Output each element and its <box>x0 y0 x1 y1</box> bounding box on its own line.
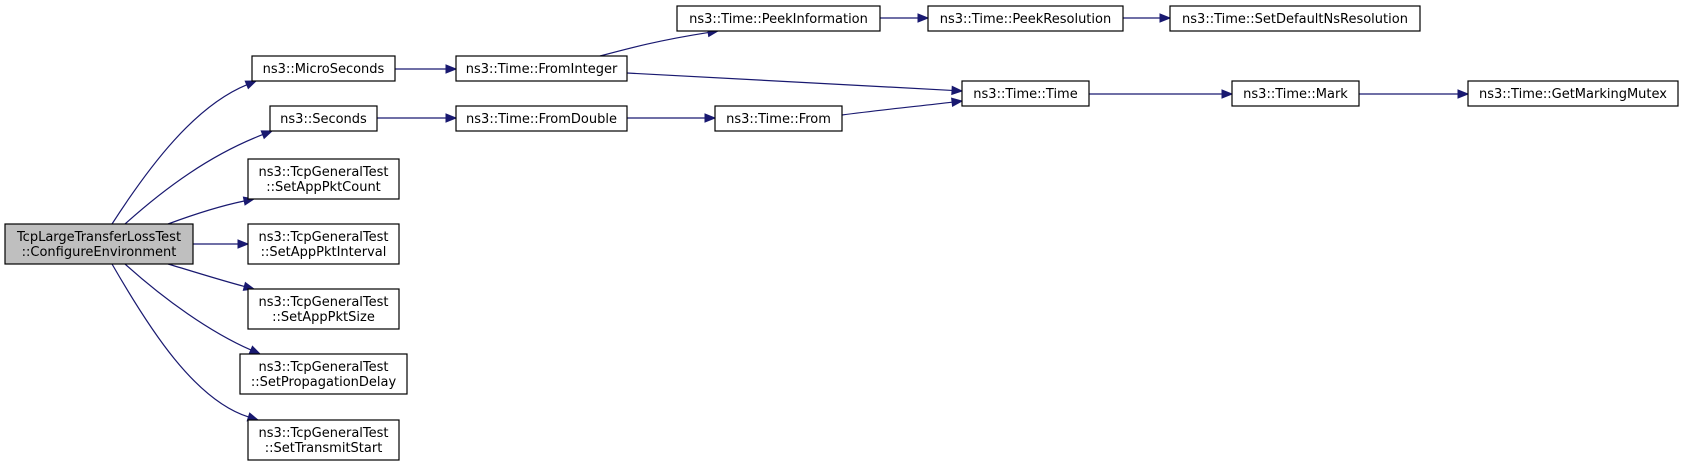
nodes-layer: TcpLargeTransferLossTest::ConfigureEnvir… <box>4 5 1679 461</box>
node-box <box>714 105 843 132</box>
arrowhead <box>1221 89 1234 99</box>
edge-root-to-seconds <box>124 130 274 225</box>
node-label: ns3::TcpGeneralTest <box>258 360 388 375</box>
node-label: ns3::MicroSeconds <box>263 62 385 77</box>
node-setdef[interactable]: ns3::Time::SetDefaultNsResolution <box>1169 5 1421 32</box>
node-size[interactable]: ns3::TcpGeneralTest::SetAppPktSize <box>247 288 400 330</box>
node-label: ::SetPropagationDelay <box>251 375 397 390</box>
node-label: ns3::TcpGeneralTest <box>258 165 388 180</box>
edge-fromint-to-peekinfo <box>599 27 720 57</box>
node-label: ::SetAppPktSize <box>272 310 375 325</box>
node-box <box>676 5 881 32</box>
edge-line <box>841 101 953 116</box>
node-label: ns3::Time::FromInteger <box>466 62 618 77</box>
arrowhead <box>237 239 250 249</box>
node-label: ns3::TcpGeneralTest <box>258 295 388 310</box>
node-label: ns3::Time::PeekInformation <box>689 12 868 27</box>
edge-line <box>111 263 249 418</box>
node-count[interactable]: ns3::TcpGeneralTest::SetAppPktCount <box>247 158 400 200</box>
node-box <box>247 158 400 200</box>
node-box <box>247 223 400 265</box>
edge-root-to-size <box>167 263 256 291</box>
edge-line <box>124 134 263 225</box>
node-label: TcpLargeTransferLossTest <box>16 230 181 245</box>
arrowhead <box>248 345 262 355</box>
node-box <box>251 55 396 82</box>
node-label: ns3::Time::FromDouble <box>466 112 617 127</box>
node-label: ns3::Time::SetDefaultNsResolution <box>1182 12 1408 27</box>
node-peekinfo[interactable]: ns3::Time::PeekInformation <box>676 5 881 32</box>
node-peekres[interactable]: ns3::Time::PeekResolution <box>927 5 1124 32</box>
node-box <box>269 105 378 132</box>
edge-fromint-to-time <box>626 72 964 96</box>
edges-layer <box>111 13 1470 422</box>
node-box <box>1467 80 1679 107</box>
node-time[interactable]: ns3::Time::Time <box>961 80 1090 107</box>
arrowhead <box>244 80 258 90</box>
node-box <box>247 288 400 330</box>
edge-root-to-micro <box>111 80 258 225</box>
arrowhead <box>1457 89 1470 99</box>
edge-mark-to-mutex <box>1359 89 1470 99</box>
edge-line <box>167 200 245 225</box>
node-label: ::SetTransmitStart <box>265 441 383 456</box>
edge-root-to-count <box>167 196 256 225</box>
node-label: ns3::Seconds <box>280 112 367 127</box>
edge-line <box>111 84 247 225</box>
arrowhead <box>445 64 458 74</box>
node-start[interactable]: ns3::TcpGeneralTest::SetTransmitStart <box>247 419 400 461</box>
node-label: ::ConfigureEnvironment <box>22 245 177 260</box>
edge-root-to-delay <box>124 263 262 355</box>
edge-peekinfo-to-peekres <box>880 13 930 23</box>
node-label: ::SetAppPktCount <box>266 180 381 195</box>
node-label: ns3::TcpGeneralTest <box>258 426 388 441</box>
node-label: ns3::Time::PeekResolution <box>940 12 1111 27</box>
node-label: ns3::Time::From <box>726 112 831 127</box>
node-box <box>455 55 628 82</box>
node-fromdbl[interactable]: ns3::Time::FromDouble <box>455 105 628 132</box>
arrowhead <box>1159 13 1172 23</box>
node-delay[interactable]: ns3::TcpGeneralTest::SetPropagationDelay <box>239 353 408 395</box>
node-label: ns3::Time::Mark <box>1243 87 1348 102</box>
node-interval[interactable]: ns3::TcpGeneralTest::SetAppPktInterval <box>247 223 400 265</box>
node-micro[interactable]: ns3::MicroSeconds <box>251 55 396 82</box>
edge-root-to-start <box>111 263 260 422</box>
node-from[interactable]: ns3::Time::From <box>714 105 843 132</box>
edge-seconds-to-fromdbl <box>377 113 458 123</box>
arrowhead <box>951 85 964 96</box>
node-mutex[interactable]: ns3::Time::GetMarkingMutex <box>1467 80 1679 107</box>
edge-line <box>167 263 245 288</box>
node-box <box>247 419 400 461</box>
node-root[interactable]: TcpLargeTransferLossTest::ConfigureEnvir… <box>4 223 194 265</box>
edge-line <box>599 31 709 57</box>
arrowhead <box>260 130 274 140</box>
node-label: ::SetAppPktInterval <box>261 245 387 260</box>
node-box <box>927 5 1124 32</box>
node-box <box>1231 80 1360 107</box>
node-label: ns3::Time::Time <box>973 87 1077 102</box>
edge-peekres-to-setdef <box>1123 13 1172 23</box>
node-fromint[interactable]: ns3::Time::FromInteger <box>455 55 628 82</box>
arrowhead <box>704 113 717 123</box>
arrowhead <box>951 97 964 107</box>
edge-fromdbl-to-from <box>627 113 717 123</box>
node-box <box>455 105 628 132</box>
edge-from-to-time <box>841 97 964 116</box>
node-box <box>961 80 1090 107</box>
node-box <box>1169 5 1421 32</box>
edge-line <box>124 263 252 351</box>
arrowhead <box>917 13 930 23</box>
edge-micro-to-fromint <box>395 64 458 74</box>
node-mark[interactable]: ns3::Time::Mark <box>1231 80 1360 107</box>
node-box <box>239 353 408 395</box>
node-seconds[interactable]: ns3::Seconds <box>269 105 378 132</box>
node-label: ns3::TcpGeneralTest <box>258 230 388 245</box>
edge-root-to-interval <box>193 239 250 249</box>
node-label: ns3::Time::GetMarkingMutex <box>1479 87 1667 102</box>
edge-line <box>626 72 953 92</box>
node-box <box>4 223 194 265</box>
arrowhead <box>445 113 458 123</box>
edge-time-to-mark <box>1089 89 1234 99</box>
